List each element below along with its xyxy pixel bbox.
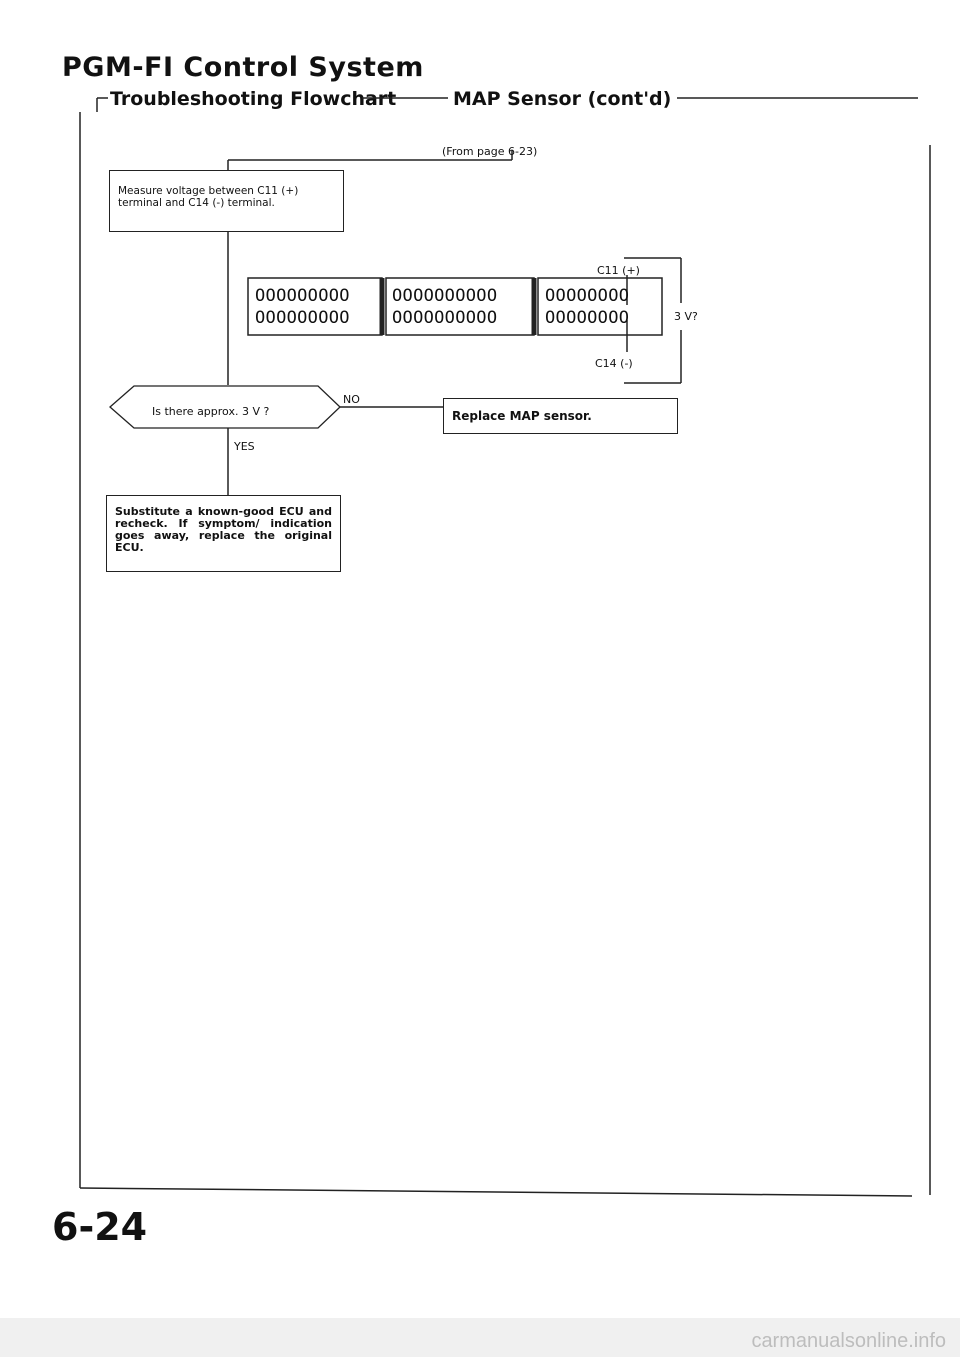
no-label: NO — [343, 393, 360, 406]
connector-block3-row2: OOOOOOOO — [545, 308, 630, 328]
section-subtitle: Troubleshooting Flowchart — [110, 88, 397, 110]
connector-block2-row2: OOOOOOOOOO — [392, 308, 498, 328]
connector-block2-row1: OOOOOOOOOO — [392, 286, 498, 306]
measure-voltage-step: Measure voltage between C11 (+) terminal… — [109, 170, 344, 232]
connector-block1-row1: OOOOOOOOO — [255, 286, 350, 306]
footer-watermark: carmanualsonline.info — [751, 1330, 946, 1352]
voltage-label: 3 V? — [672, 310, 700, 323]
decision-question: Is there approx. 3 V ? — [152, 405, 270, 418]
c14-terminal-label: C14 (-) — [595, 357, 633, 370]
page-title: PGM-FI Control System — [62, 52, 424, 83]
topic-subtitle: MAP Sensor (cont'd) — [453, 88, 672, 110]
from-page-reference: (From page 6-23) — [442, 145, 538, 158]
page-number: 6-24 — [52, 1205, 148, 1249]
substitute-ecu-step: Substitute a known-good ECU and recheck.… — [106, 495, 341, 572]
connector-block1-row2: OOOOOOOOO — [255, 308, 350, 328]
yes-label: YES — [234, 440, 255, 453]
connector-block3-row1: OOOOOOOO — [545, 286, 630, 306]
footer-bar — [0, 1318, 960, 1357]
replace-map-sensor-step: Replace MAP sensor. — [443, 398, 678, 434]
c11-terminal-label: C11 (+) — [597, 264, 640, 277]
